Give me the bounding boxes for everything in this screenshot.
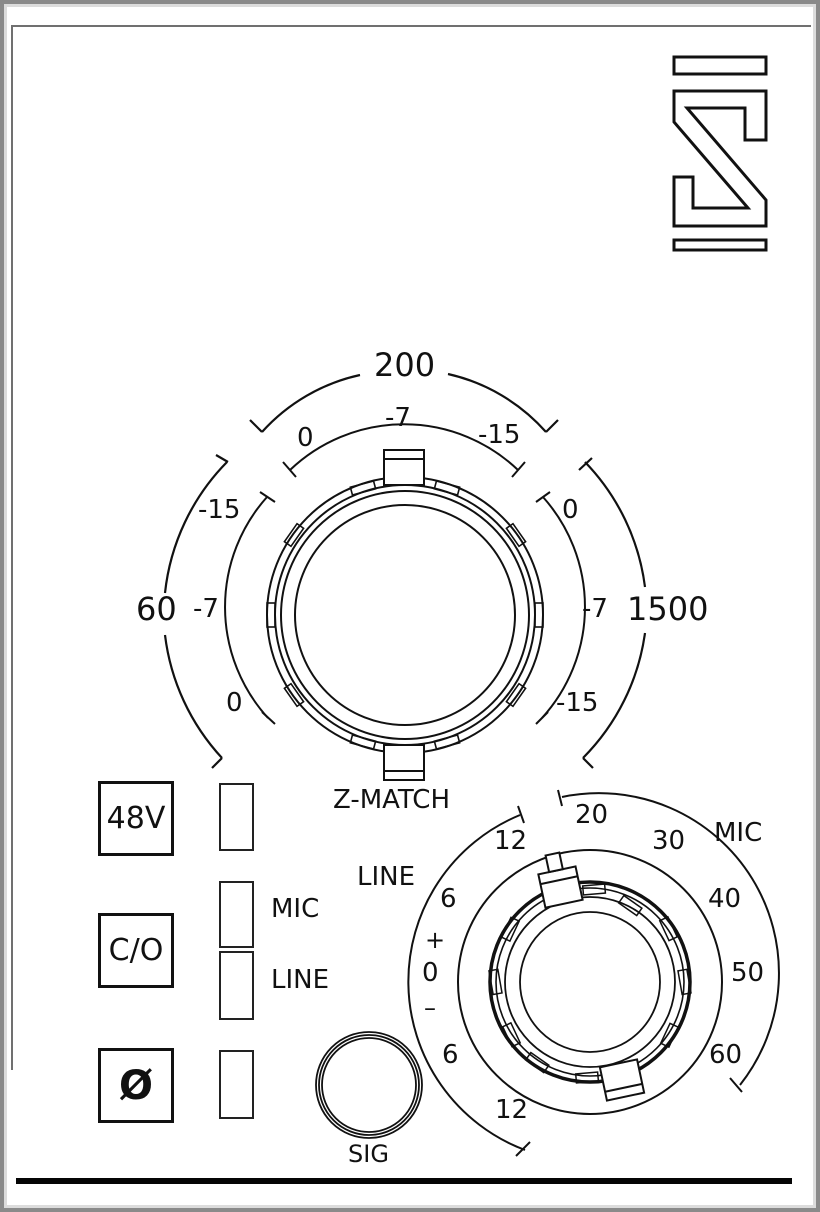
gain-line-6-bottom: 6	[442, 1040, 459, 1070]
logo-icon	[672, 55, 768, 252]
zmatch-left-scale-7: -7	[193, 594, 219, 624]
gain-line-12-top: 12	[494, 826, 528, 856]
mic-led-label: MIC	[271, 894, 320, 924]
gain-scale-ring	[457, 849, 723, 1115]
zmatch-label-200: 200	[374, 346, 436, 384]
gain-mic-30: 30	[652, 826, 686, 856]
changeover-button[interactable]: C/O	[98, 913, 174, 988]
gain-range-mic-label: MIC	[714, 818, 763, 848]
zmatch-outer-scale-arcs	[163, 372, 647, 769]
gain-minus-sign: –	[424, 994, 436, 1022]
gain-mic-50: 50	[731, 958, 765, 988]
gain-range-line-label: LINE	[357, 862, 416, 892]
zmatch-right-scale-15: -15	[556, 688, 599, 718]
phase-led	[219, 1050, 254, 1119]
line-led	[219, 951, 254, 1020]
phantom-power-button[interactable]: 48V	[98, 781, 174, 856]
gain-line-12-bottom: 12	[495, 1095, 529, 1125]
gain-mic-20: 20	[575, 800, 609, 830]
front-panel	[11, 25, 811, 1070]
mic-led	[219, 881, 254, 948]
signal-label: SIG	[348, 1140, 389, 1168]
gain-knob[interactable]	[488, 850, 692, 1102]
gain-outer-scale-arcs	[407, 789, 780, 1157]
zmatch-top-scale-15: -15	[478, 420, 521, 450]
zmatch-top-scale-7: -7	[385, 403, 411, 433]
phantom-led	[219, 783, 254, 851]
zmatch-top-scale-0: 0	[297, 423, 314, 453]
zmatch-left-scale-0: 0	[226, 688, 243, 718]
gain-line-0: 0	[422, 958, 439, 988]
zmatch-label-60: 60	[136, 590, 177, 628]
gain-mic-40: 40	[708, 884, 742, 914]
zmatch-label-1500: 1500	[627, 590, 709, 628]
zmatch-inner-scale-arcs	[224, 423, 586, 725]
zmatch-right-scale-0: 0	[562, 495, 579, 525]
gain-mic-60: 60	[709, 1040, 743, 1070]
zmatch-left-scale-15: -15	[198, 495, 241, 525]
gain-plus-sign: +	[425, 926, 446, 954]
line-led-label: LINE	[271, 965, 330, 995]
signal-led	[315, 1031, 423, 1139]
zmatch-right-scale-7: -7	[582, 594, 608, 624]
zmatch-knob[interactable]	[266, 449, 544, 781]
bottom-divider	[16, 1178, 792, 1184]
phase-invert-button[interactable]: Ø	[98, 1048, 174, 1123]
zmatch-title: Z-MATCH	[333, 785, 450, 815]
gain-line-6-top: 6	[440, 884, 457, 914]
